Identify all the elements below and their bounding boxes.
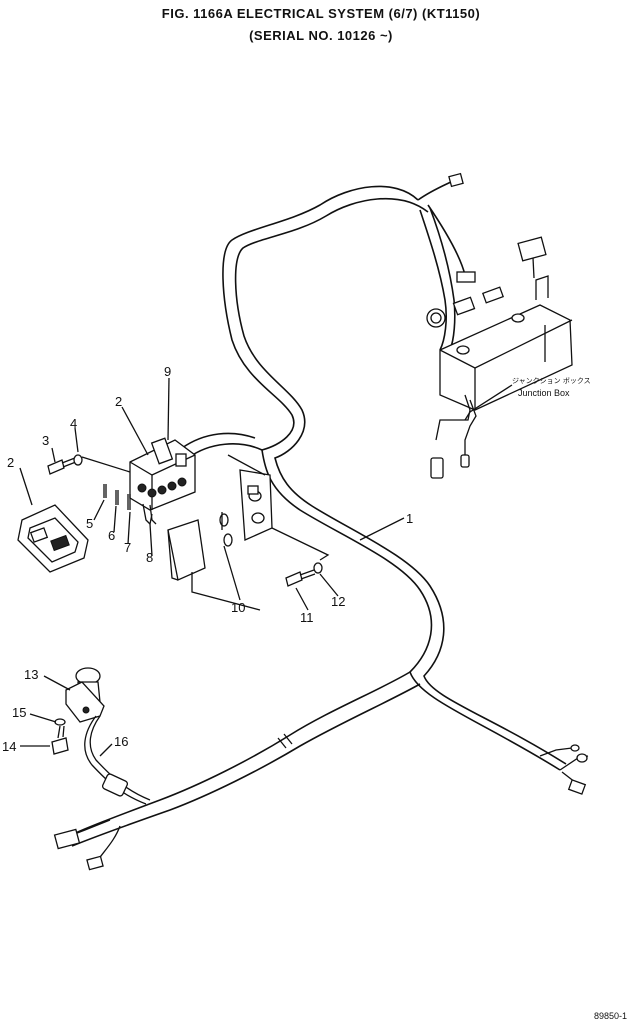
junction-box-label-jp: ジャンクション ボックス [512, 377, 591, 385]
callout-2-upper: 2 [115, 394, 122, 409]
callout-7: 7 [124, 540, 131, 555]
callout-2-lower: 2 [7, 455, 14, 470]
callout-5: 5 [86, 516, 93, 531]
callout-8: 8 [146, 550, 153, 565]
key-switch-assembly [51, 667, 151, 871]
main-harness [64, 185, 589, 847]
callout-1: 1 [406, 511, 413, 526]
callout-9: 9 [164, 364, 171, 379]
callout-6: 6 [108, 528, 115, 543]
callout-15: 15 [12, 705, 26, 720]
callout-16: 16 [114, 734, 128, 749]
leader-lines [19, 377, 405, 757]
callout-12: 12 [331, 594, 345, 609]
control-box-assembly [17, 437, 330, 611]
junction-harness [417, 172, 476, 351]
callout-13: 13 [24, 667, 38, 682]
junction-box: ジャンクション ボックス Junction Box [430, 236, 591, 479]
figure-subtitle: (SERIAL NO. 10126 ~) [249, 28, 393, 43]
callout-11: 11 [300, 610, 314, 625]
callout-4: 4 [70, 416, 77, 431]
figure-title: FIG. 1166A ELECTRICAL SYSTEM (6/7) (KT11… [161, 6, 481, 21]
drawing-code: 89850-1 [594, 1011, 627, 1020]
callout-14: 14 [2, 739, 16, 754]
callout-numbers: 1 2 2 3 4 5 6 7 8 9 10 11 12 13 15 14 16 [2, 364, 413, 754]
junction-box-label-en: Junction Box [518, 388, 570, 398]
callout-3: 3 [42, 433, 49, 448]
callout-10: 10 [231, 600, 245, 615]
